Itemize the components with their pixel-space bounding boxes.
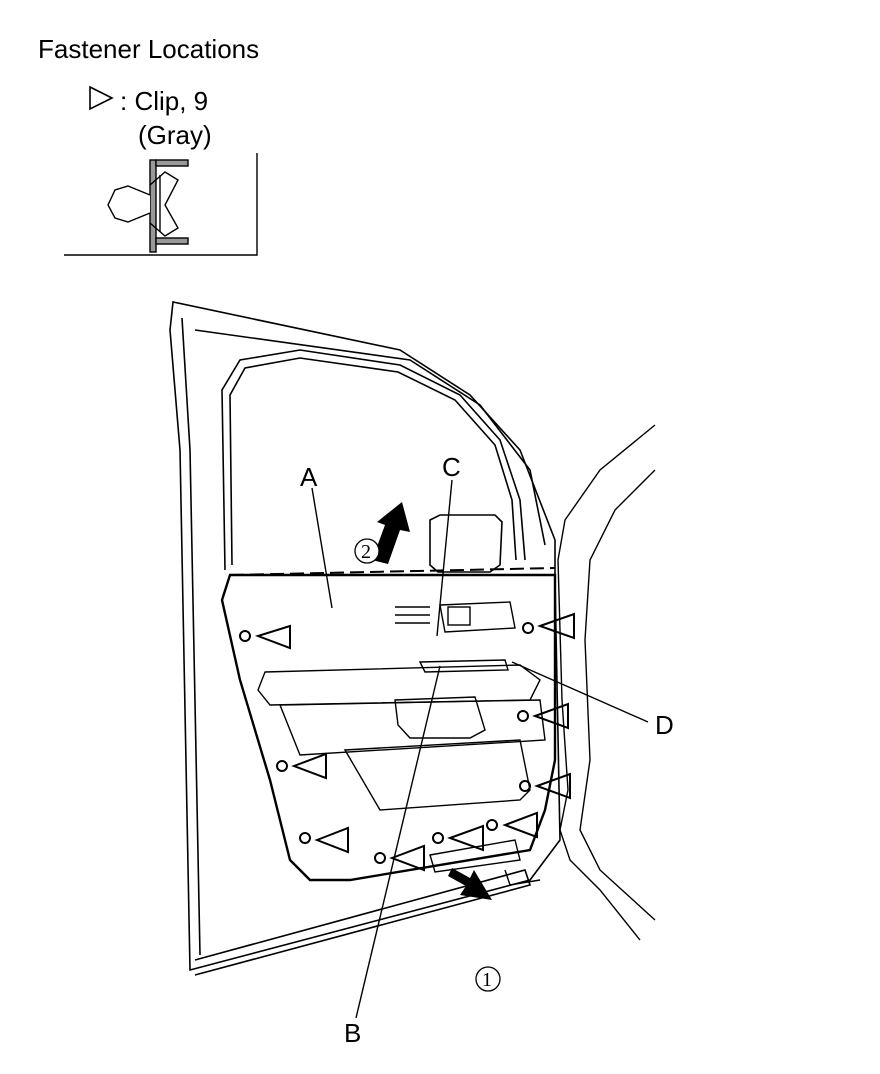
step-1-marker: 1 (475, 966, 501, 992)
clip-detail-inset (64, 153, 258, 256)
clip-marker (486, 811, 538, 839)
step-2-label: 2 (361, 541, 371, 563)
clip-markers (239, 612, 575, 872)
callout-a: A (300, 462, 318, 492)
clip-marker (239, 624, 291, 650)
step-2-marker: 2 (354, 538, 380, 564)
clip-marker (374, 844, 425, 872)
door-trim-panel (220, 567, 557, 886)
clip-legend: : Clip, 9 (88, 84, 208, 118)
callout-d: D (655, 710, 674, 740)
pull-arrow-icon (448, 868, 492, 900)
clip-color-label: (Gray) (138, 120, 212, 150)
leader-lines (311, 479, 649, 1019)
door-frame (169, 301, 561, 976)
clip-marker (519, 772, 571, 800)
callout-b: B (344, 1018, 361, 1048)
callout-c: C (442, 452, 461, 482)
clip-marker (522, 612, 575, 640)
car-body-edge (557, 424, 656, 941)
clip-triangle-icon (88, 85, 114, 118)
clip-marker (276, 752, 327, 780)
clip-marker (432, 824, 484, 852)
page-title: Fastener Locations (38, 34, 260, 64)
lift-arrow-icon (372, 502, 410, 564)
clip-legend-label: : Clip, 9 (120, 85, 209, 116)
clip-marker (517, 702, 569, 730)
step-1-label: 1 (482, 969, 492, 991)
clip-marker (299, 826, 349, 854)
